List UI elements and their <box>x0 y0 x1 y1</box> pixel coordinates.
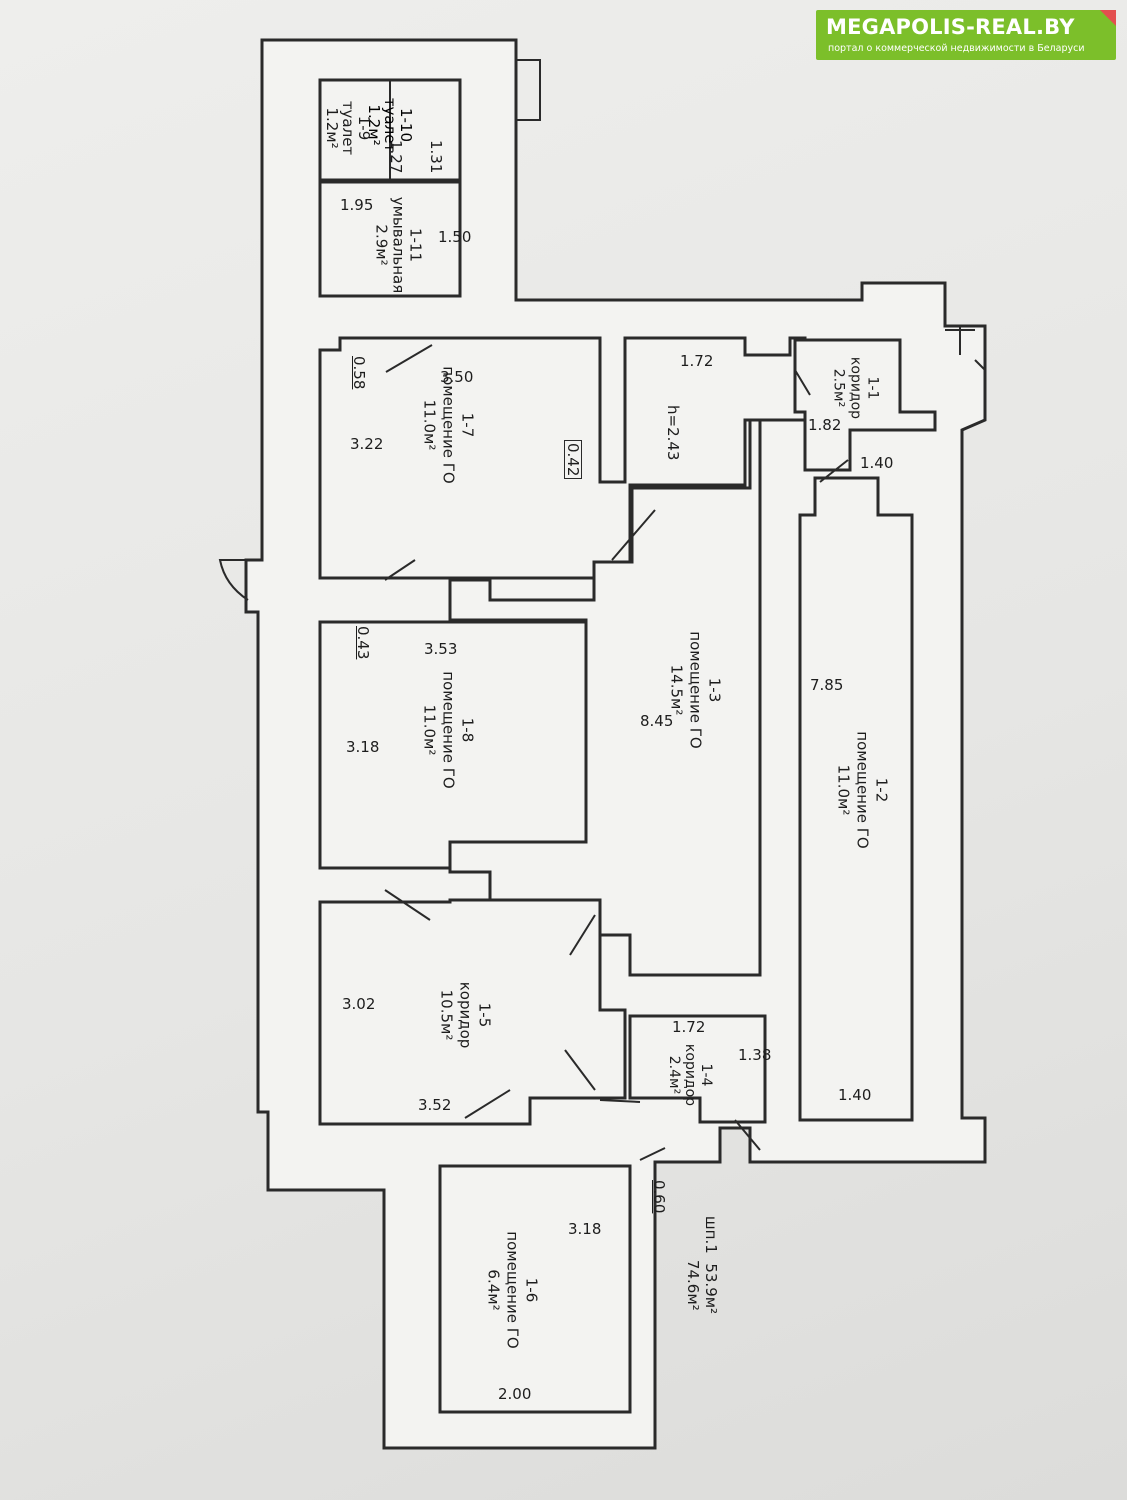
room-label-line: 14.5м² <box>667 664 686 716</box>
room-1-5-outline <box>318 898 627 1126</box>
room-1-3-outline <box>448 418 762 977</box>
room-label-line: туалет <box>339 100 357 156</box>
dim-label: 3.18 <box>568 1220 602 1238</box>
floor-summary-floor: шп.1 <box>702 1215 720 1254</box>
room-label-line: 1-8 <box>458 717 477 743</box>
room-label-line: 1-6 <box>522 1277 541 1303</box>
room-label-line: 1-3 <box>705 677 724 703</box>
room-label-line: 1-9 <box>355 115 373 141</box>
room-label-line: помещение ГО <box>503 1231 522 1349</box>
dim-label: 1.40 <box>838 1086 872 1104</box>
room-label-line: 1.2м² <box>323 107 341 149</box>
room-label-line: 10.5м² <box>437 989 456 1041</box>
dim-label: 3.02 <box>342 995 376 1013</box>
dim-label: 1.40 <box>860 454 894 472</box>
dim-label: 8.45 <box>640 712 674 730</box>
room-label-line: 2.5м² <box>830 368 847 408</box>
dim-label: 1.82 <box>808 416 842 434</box>
room-label-line: коридор <box>847 356 864 420</box>
dim-label: 1.31 <box>427 140 445 174</box>
logo-title: MEGAPOLIS-REAL.BY <box>826 15 1075 39</box>
dim-label: 0.43 <box>354 626 372 660</box>
room-label-line: 2.4м² <box>666 1055 682 1095</box>
dim-label: 2.00 <box>498 1385 532 1403</box>
room-1-4-outline <box>628 1014 767 1124</box>
room-label-line: 1-11 <box>406 227 425 263</box>
dim-label: 1.72 <box>680 352 714 370</box>
room-label-line: коридор <box>456 981 475 1049</box>
dim-label: 7.85 <box>810 676 844 694</box>
room-1-11-outline <box>318 180 462 298</box>
floor-summary-area1: 53.9м² <box>702 1263 720 1315</box>
right-window-mark <box>945 326 986 371</box>
room-label-line: 11.0м² <box>834 764 853 816</box>
dim-label: 1.72 <box>672 1018 706 1036</box>
dim-label: 1.27 <box>387 140 405 174</box>
door-swings <box>384 344 849 1161</box>
dim-label: 3.52 <box>418 1096 452 1114</box>
room-1-2-outline <box>798 476 914 1122</box>
top-stair-mark <box>516 59 541 121</box>
dim-label: 1.95 <box>340 196 374 214</box>
logo-subtitle: портал о коммерческой недвижимости в Бел… <box>828 43 1085 54</box>
room-label-line: 6.4м² <box>484 1269 503 1311</box>
room-1-6-outline <box>438 1164 632 1414</box>
dim-label: 0.42 <box>564 440 582 480</box>
room-label-line: 1-4 <box>698 1063 714 1087</box>
dim-label: 3.22 <box>350 435 384 453</box>
dim-label: 0.60 <box>650 1180 668 1214</box>
room-label-line: 1-1 <box>864 376 881 400</box>
room-label-line: 1-5 <box>475 1002 494 1028</box>
room-label-line: помещение ГО <box>439 671 458 789</box>
room-label-line: 1-2 <box>872 777 891 803</box>
dim-label: 1.38 <box>738 1046 772 1064</box>
dim-label: 3.18 <box>346 738 380 756</box>
floor-summary-area2: 74.6м² <box>684 1259 702 1311</box>
room-label-line: 11.0м² <box>420 399 439 451</box>
left-wall-edge <box>218 559 262 601</box>
room-label-line: коридор <box>682 1043 698 1107</box>
dim-label: h=2.43 <box>664 405 682 461</box>
room-label-line: помещение ГО <box>686 631 705 749</box>
room-1-8-outline <box>318 620 588 870</box>
room-label-line: 2.9м² <box>372 224 391 266</box>
logo-corner-fold <box>1100 10 1116 26</box>
megapolis-logo[interactable]: MEGAPOLIS-REAL.BY портал о коммерческой … <box>816 10 1116 60</box>
room-1-1-outline <box>793 338 937 472</box>
dim-label: 3.50 <box>440 368 474 386</box>
dim-label: 0.58 <box>350 356 368 390</box>
dim-label: 1.50 <box>438 228 472 246</box>
dim-label: 3.53 <box>424 640 458 658</box>
room-label-line: 11.0м² <box>420 704 439 756</box>
room-label-line: умывальная <box>389 196 408 294</box>
room-label-line: помещение ГО <box>853 731 872 849</box>
